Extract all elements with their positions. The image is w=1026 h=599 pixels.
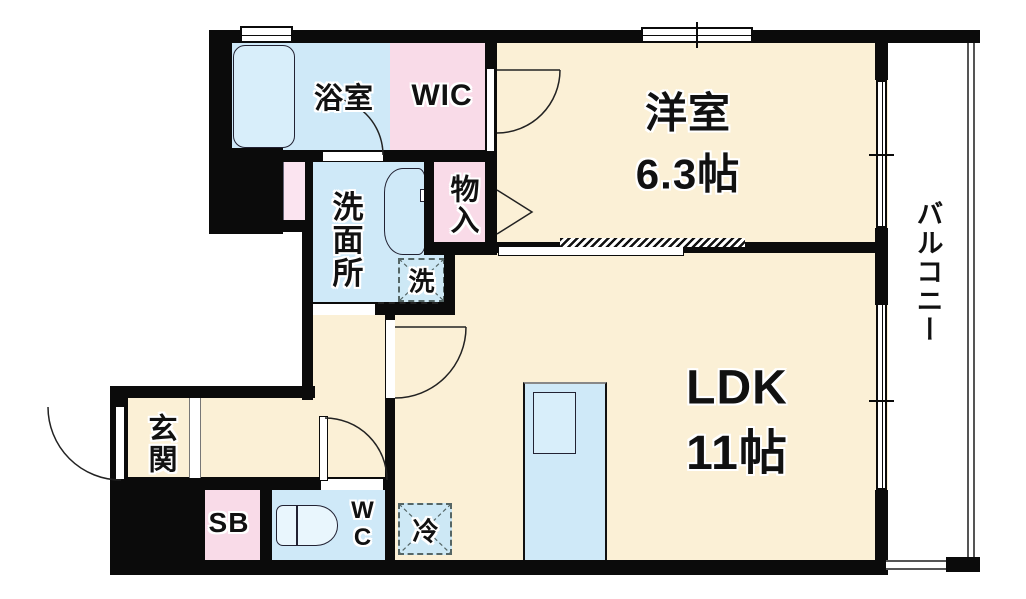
ldk-door-gap bbox=[386, 320, 395, 398]
label-fridge-space: 冷 bbox=[412, 516, 440, 547]
label-wic: WIC bbox=[411, 79, 473, 112]
bathroom-door-gap bbox=[323, 152, 383, 161]
wall-top bbox=[209, 30, 980, 43]
wall-sb-wc-divider bbox=[260, 477, 272, 575]
balcony-rail-south bbox=[886, 560, 969, 570]
balcony-rail-east bbox=[967, 33, 975, 568]
wall-mass-left bbox=[209, 148, 283, 234]
wall-east-2 bbox=[875, 228, 888, 305]
label-balcony: バルコニー bbox=[912, 199, 943, 345]
room-shoebox-fill bbox=[195, 485, 265, 565]
kitchen-sink bbox=[533, 392, 576, 454]
label-washroom: 洗面所 bbox=[327, 190, 363, 290]
wc-door-gap bbox=[321, 479, 383, 490]
entrance-door-leaf bbox=[114, 405, 126, 481]
sliding-door-panel bbox=[498, 246, 684, 256]
wall-bottom bbox=[190, 560, 888, 575]
label-washer-space: 洗 bbox=[408, 266, 436, 297]
wall-washer-east bbox=[444, 248, 455, 310]
entrance-hall-step bbox=[189, 398, 201, 478]
wall-east-3 bbox=[875, 490, 888, 572]
window-western-east-tick bbox=[869, 154, 894, 156]
room-wic-fill bbox=[390, 40, 497, 162]
label-entrance: 玄関 bbox=[144, 413, 176, 475]
wc-door-leaf bbox=[319, 416, 328, 481]
label-wc: WC bbox=[349, 497, 376, 551]
wall-storage-west bbox=[424, 160, 434, 252]
washroom-door-gap bbox=[313, 304, 375, 315]
wall-hall-ldk bbox=[385, 308, 395, 572]
toilet-tank-line bbox=[296, 506, 298, 545]
label-western-room-size: 6.3帖 bbox=[635, 150, 741, 198]
label-western-room: 洋室 bbox=[644, 89, 732, 137]
room-hall-fill bbox=[303, 303, 395, 398]
window-western-top-tick bbox=[696, 22, 698, 48]
label-bathroom: 浴室 bbox=[313, 83, 375, 115]
sliding-door-hatch bbox=[560, 238, 745, 247]
window-bathroom-top bbox=[240, 26, 293, 43]
wall-washroom-cap bbox=[240, 220, 313, 232]
wall-balcony-corner bbox=[946, 557, 980, 572]
wall-left-top bbox=[209, 30, 232, 160]
window-ldk-east-tick bbox=[869, 400, 894, 402]
toilet-bowl bbox=[276, 505, 338, 546]
wall-storage-east bbox=[485, 160, 497, 255]
pink-niche-fill bbox=[283, 160, 307, 224]
window-ldk-east bbox=[876, 303, 887, 490]
washer-threshold-dashed bbox=[378, 302, 438, 304]
label-ldk-size: 11帖 bbox=[686, 427, 788, 480]
label-shoe-box: SB bbox=[208, 507, 250, 538]
label-storage: 物入 bbox=[446, 174, 478, 236]
wall-entrance-top bbox=[110, 386, 315, 398]
wall-east-1 bbox=[875, 30, 888, 80]
wall-niche-side bbox=[305, 160, 313, 222]
wall-mass-bottom-left bbox=[110, 477, 205, 575]
wall-storage-bottom bbox=[424, 242, 497, 255]
bathtub bbox=[233, 45, 295, 148]
room-storage-fill bbox=[424, 160, 497, 255]
washbasin bbox=[384, 168, 426, 255]
room-ldk-fill bbox=[385, 243, 888, 572]
wic-door-leaf bbox=[486, 68, 495, 152]
label-ldk: LDK bbox=[686, 361, 788, 415]
